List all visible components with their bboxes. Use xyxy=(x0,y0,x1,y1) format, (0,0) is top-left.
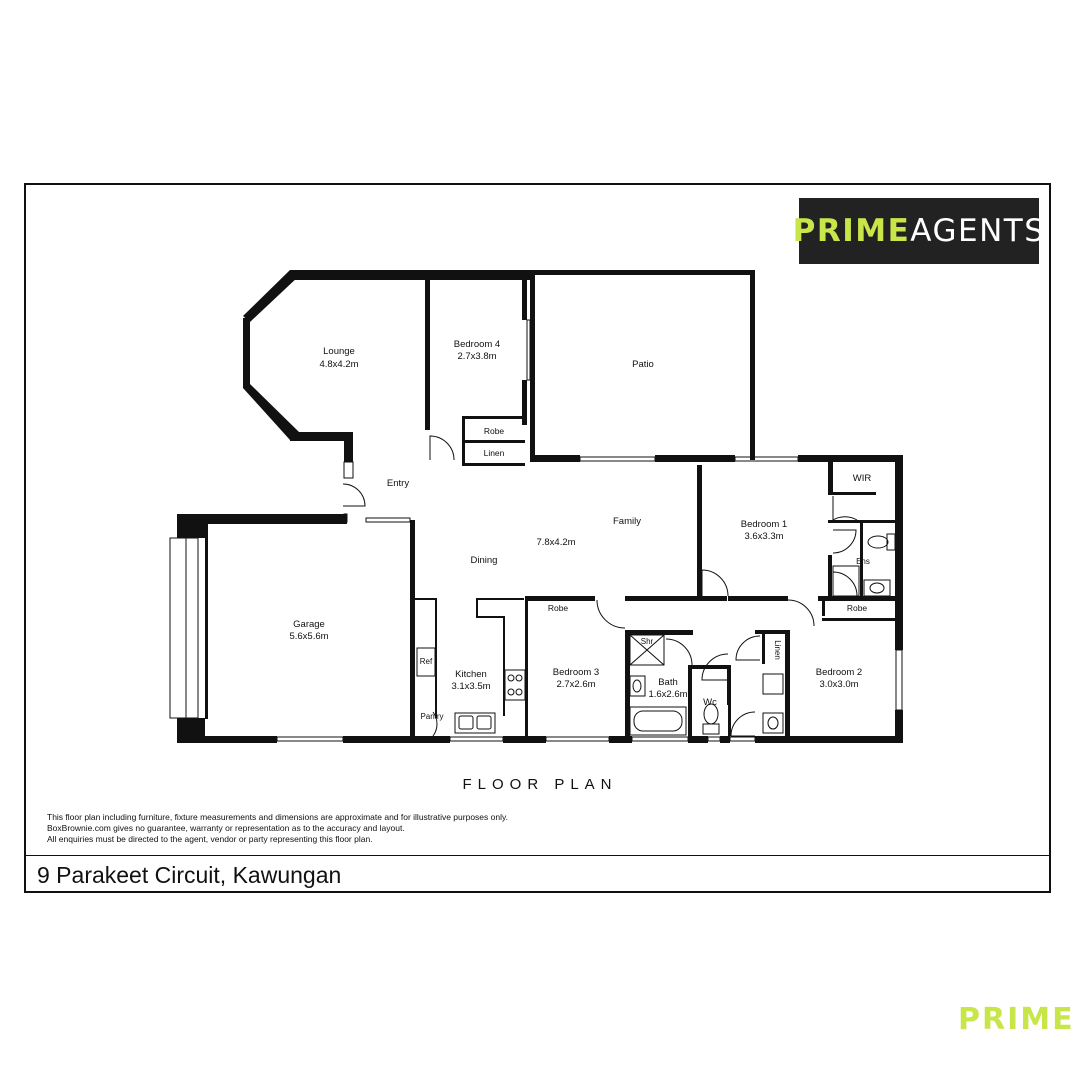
room-labels: Lounge 4.8x4.2m Bedroom 4 2.7x3.8m Patio… xyxy=(289,339,871,721)
size-kitchen: 3.1x3.5m xyxy=(451,681,490,692)
size-bedroom-4: 2.7x3.8m xyxy=(457,351,496,362)
label-shower: Shr xyxy=(641,637,654,646)
address-divider xyxy=(24,855,1051,856)
label-lounge: Lounge xyxy=(323,346,355,357)
label-wir: WIR xyxy=(853,473,872,484)
property-address: 9 Parakeet Circuit, Kawungan xyxy=(37,862,342,888)
label-ref: Ref xyxy=(420,657,433,666)
lounge-bay-wall-ne xyxy=(243,270,299,322)
label-bedroom-4: Bedroom 4 xyxy=(454,339,500,350)
toilet-icon xyxy=(702,703,720,735)
size-bedroom-1: 3.6x3.3m xyxy=(744,531,783,542)
prime-watermark: PRIME xyxy=(958,1002,1075,1037)
label-patio: Patio xyxy=(632,359,654,370)
floor-plan-caption: FLOOR PLAN xyxy=(462,776,618,793)
size-bedroom-2: 3.0x3.0m xyxy=(819,679,858,690)
cooktop-icon xyxy=(504,669,526,701)
size-lounge: 4.8x4.2m xyxy=(319,359,358,370)
fixtures xyxy=(416,533,896,736)
kitchen-sink-icon xyxy=(454,712,496,734)
label-pantry: Pantry xyxy=(420,712,443,721)
label-kitchen: Kitchen xyxy=(455,669,487,680)
label-entry: Entry xyxy=(387,478,409,489)
label-dining: Dining xyxy=(471,555,498,566)
floor-plan-sheet xyxy=(24,183,1051,893)
ensuite-vanity-icon xyxy=(863,579,891,597)
label-bedroom-2: Bedroom 2 xyxy=(816,667,862,678)
disclaimer-line: BoxBrownie.com gives no guarantee, warra… xyxy=(47,823,405,833)
walls xyxy=(177,270,903,743)
label-linen-1: Linen xyxy=(484,448,505,458)
disclaimer-line: All enquiries must be directed to the ag… xyxy=(47,834,373,844)
size-bedroom-3: 2.7x2.6m xyxy=(556,679,595,690)
label-wc: Wc xyxy=(703,697,717,708)
logo-prime-text: PRIME xyxy=(792,213,911,249)
windows xyxy=(169,319,903,742)
label-bath: Bath xyxy=(658,677,678,688)
ensuite-shower-icon xyxy=(832,565,860,597)
disclaimer: This floor plan including furniture, fix… xyxy=(47,812,508,845)
label-robe-bed2: Robe xyxy=(847,603,868,613)
fridge-icon xyxy=(416,647,436,677)
size-family: 7.8x4.2m xyxy=(536,537,575,548)
label-robe-bed3: Robe xyxy=(548,603,569,613)
shower-icon xyxy=(629,634,665,666)
bathtub-icon xyxy=(629,706,687,736)
label-robe-bed4: Robe xyxy=(484,426,505,436)
lounge-bay-wall-w xyxy=(243,318,250,388)
bath-vanity-icon xyxy=(629,675,646,697)
doors xyxy=(342,435,858,737)
size-bath: 1.6x2.6m xyxy=(648,689,687,700)
ensuite-toilet-icon xyxy=(867,533,896,551)
label-ensuite: Ens xyxy=(856,557,870,566)
lounge-bay-wall-se xyxy=(243,384,299,440)
logo-agents-text: AGENTS xyxy=(910,213,1046,249)
label-garage: Garage xyxy=(293,619,325,630)
label-bedroom-1: Bedroom 1 xyxy=(741,519,787,530)
label-bedroom-3: Bedroom 3 xyxy=(553,667,599,678)
label-linen-2: Linen xyxy=(773,640,782,660)
label-family: Family xyxy=(613,516,641,527)
wc-vanity-icon xyxy=(762,673,784,734)
size-garage: 5.6x5.6m xyxy=(289,631,328,642)
disclaimer-line: This floor plan including furniture, fix… xyxy=(47,812,508,822)
